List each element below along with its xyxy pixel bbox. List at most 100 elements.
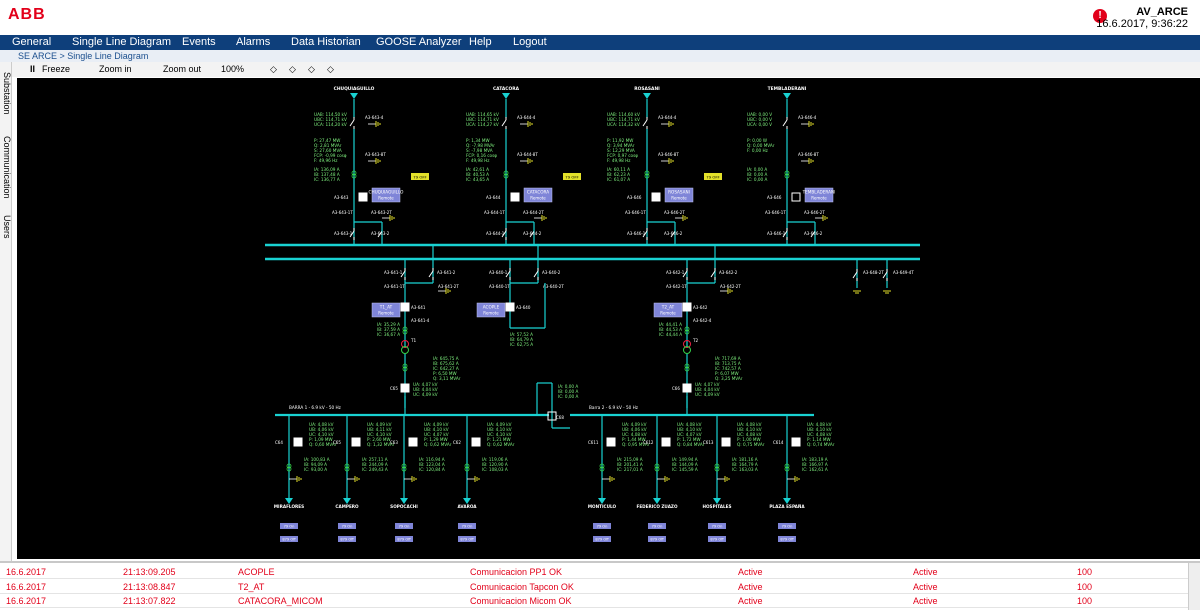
switch-label: A3-644-4 (517, 115, 536, 120)
bus-disconnector-1[interactable] (782, 230, 788, 238)
breaker-label: C64 (275, 440, 283, 445)
current-transformer-icon (784, 463, 790, 469)
circuit-breaker[interactable] (400, 302, 410, 312)
pan-up-icon[interactable]: ◇ (308, 64, 315, 74)
bus-disconnector-2[interactable] (670, 230, 676, 238)
feeder-disconnector[interactable] (501, 119, 507, 127)
zoom-in-button[interactable]: Zoom in (99, 64, 132, 74)
bus-disconnector-1[interactable] (400, 270, 406, 278)
circuit-breaker[interactable] (505, 302, 515, 312)
recloser-off-button[interactable] (458, 536, 476, 542)
pan-left-icon[interactable]: ◇ (270, 64, 277, 74)
circuit-breaker[interactable] (606, 437, 616, 447)
bus-disconnector-1[interactable] (642, 230, 648, 238)
power-reading: P: 1,34 MW (466, 138, 490, 143)
bus-disconnector-1[interactable] (505, 270, 511, 278)
pan-right-icon[interactable]: ◇ (289, 64, 296, 74)
recloser-off-button[interactable] (778, 536, 796, 542)
recloser-off-button[interactable] (395, 536, 413, 542)
bus-ground-disconnector[interactable] (882, 271, 888, 279)
recloser-off-button[interactable] (280, 536, 298, 542)
button-label: 879 Off (710, 538, 724, 542)
freeze-button[interactable]: Freeze (42, 64, 71, 74)
recloser-on-button[interactable] (280, 523, 298, 529)
bus-disconnector-2[interactable] (428, 270, 434, 278)
breadcrumb[interactable]: SE ARCE > Single Line Diagram (0, 50, 1200, 62)
recloser-on-button[interactable] (778, 523, 796, 529)
feeder-disconnector[interactable] (642, 119, 648, 127)
recloser-off-button[interactable] (593, 536, 611, 542)
circuit-breaker[interactable] (661, 437, 671, 447)
menu-data-historian[interactable]: Data Historian (291, 36, 361, 48)
current-transformer-icon (684, 329, 690, 335)
voltage-reading: UC: 4,08 kV (807, 432, 832, 437)
bus-disconnector-2[interactable] (533, 270, 539, 278)
menu-help[interactable]: Help (469, 36, 492, 48)
menu-goose-analyzer[interactable]: GOOSE Analyzer (376, 36, 462, 48)
ied-catacora[interactable] (523, 187, 553, 203)
bus-ground-disconnector[interactable] (852, 271, 858, 279)
current-transformer-icon (654, 466, 660, 472)
circuit-breaker[interactable] (358, 192, 368, 202)
ied-rosasani[interactable] (664, 187, 694, 203)
recloser-on-button[interactable] (395, 523, 413, 529)
recloser-off-button[interactable] (648, 536, 666, 542)
menu-events[interactable]: Events (182, 36, 216, 48)
recloser-off-button[interactable] (338, 536, 356, 542)
circuit-breaker[interactable] (721, 437, 731, 447)
tab-users[interactable]: Users (2, 215, 12, 239)
bus-disconnector-2[interactable] (710, 270, 716, 278)
recloser-on-button[interactable] (338, 523, 356, 529)
circuit-breaker[interactable] (471, 437, 481, 447)
ied-t2_at[interactable] (653, 302, 683, 318)
voltage-reading: UB: 4,10 kV (807, 427, 832, 432)
zoom-out-button[interactable]: Zoom out (163, 64, 202, 74)
menu-single-line-diagram[interactable]: Single Line Diagram (72, 36, 172, 48)
recloser-off-button[interactable] (708, 536, 726, 542)
recloser-on-button[interactable] (458, 523, 476, 529)
bus-disconnector-2[interactable] (810, 230, 816, 238)
tab-communication[interactable]: Communication (2, 135, 12, 199)
pan-down-icon[interactable]: ◇ (327, 64, 334, 74)
ied-tembladerani[interactable] (804, 187, 834, 203)
voltage-reading: UBC: 114,71 kV (607, 117, 640, 122)
recloser-on-button[interactable] (648, 523, 666, 529)
circuit-breaker[interactable] (293, 437, 303, 447)
current-transformer-icon (599, 463, 605, 469)
alarm-icon[interactable]: ! (1093, 9, 1107, 23)
voltage-reading: UB: 4,06 kV (309, 427, 334, 432)
circuit-breaker[interactable] (408, 437, 418, 447)
bus-disconnector-2[interactable] (377, 230, 383, 238)
recloser-on-button[interactable] (708, 523, 726, 529)
circuit-breaker[interactable] (400, 383, 410, 393)
circuit-breaker[interactable] (351, 437, 361, 447)
bus-disconnector-1[interactable] (349, 230, 355, 238)
bus-disconnector-2[interactable] (529, 230, 535, 238)
feeder-disconnector[interactable] (782, 119, 788, 127)
bus-disconnector-1[interactable] (501, 230, 507, 238)
feeder-disconnector[interactable] (349, 119, 355, 127)
ied-acople[interactable] (476, 302, 506, 318)
ied-chuquiaguillo[interactable] (371, 187, 401, 203)
switch-label: A3-644-1 (486, 231, 505, 236)
circuit-breaker[interactable] (791, 192, 801, 202)
menu-alarms[interactable]: Alarms (236, 36, 271, 48)
button-label: 79 On (284, 525, 295, 529)
circuit-breaker[interactable] (682, 302, 692, 312)
menu-general[interactable]: General (12, 36, 52, 48)
ied-t1_at[interactable] (371, 302, 401, 318)
circuit-breaker[interactable] (510, 192, 520, 202)
menu-logout[interactable]: Logout (513, 36, 547, 48)
circuit-breaker[interactable] (682, 383, 692, 393)
circuit-breaker[interactable] (651, 192, 661, 202)
bus-disconnector-1[interactable] (682, 270, 688, 278)
circuit-breaker[interactable] (791, 437, 801, 447)
bus-coupler-breaker[interactable] (547, 411, 557, 421)
recloser-on-button[interactable] (593, 523, 611, 529)
tab-substation[interactable]: Substation (2, 71, 12, 115)
event-list-scrollbar[interactable] (1188, 563, 1200, 610)
